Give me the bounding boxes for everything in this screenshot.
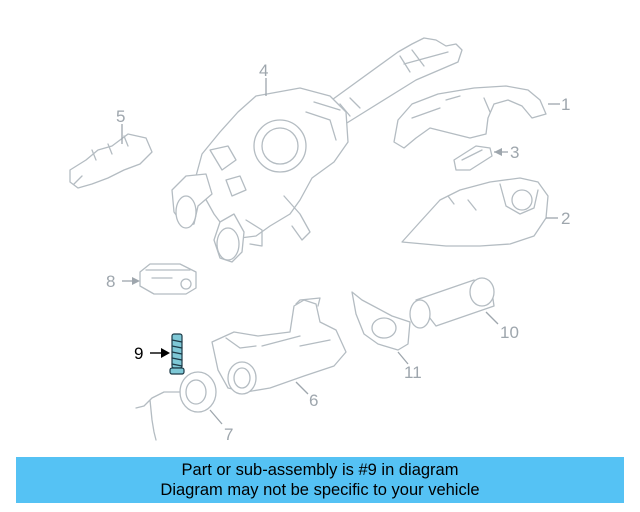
part-2-lower-cover — [401, 177, 549, 247]
callout-5[interactable]: 5 — [116, 107, 125, 126]
callout-10[interactable]: 10 — [500, 323, 519, 342]
banner-line-disclaimer: Diagram may not be specific to your vehi… — [160, 481, 480, 499]
part-9-bolt — [169, 333, 185, 375]
part-4-combination-switch — [171, 37, 463, 263]
part-3-clip — [453, 145, 493, 171]
callout-4[interactable]: 4 — [259, 61, 268, 80]
part-1-upper-cover — [393, 85, 547, 149]
banner-line-part-number: Part or sub-assembly is #9 in diagram — [181, 461, 459, 479]
part-8-module — [139, 263, 197, 295]
part-10-sleeve — [409, 277, 495, 329]
callout-6[interactable]: 6 — [309, 391, 318, 410]
callout-2[interactable]: 2 — [561, 209, 570, 228]
callout-3[interactable]: 3 — [510, 143, 519, 162]
part-11-bezel — [351, 291, 411, 351]
callout-1[interactable]: 1 — [561, 95, 570, 114]
callout-7[interactable]: 7 — [224, 425, 233, 444]
callout-8[interactable]: 8 — [106, 272, 115, 291]
parts-diagram: 4 5 1 3 2 8 6 — [69, 37, 570, 444]
part-6-lock-housing — [211, 297, 347, 395]
part-5-bracket — [69, 133, 153, 189]
callout-9[interactable]: 9 — [134, 344, 143, 363]
callout-11[interactable]: 11 — [404, 363, 422, 382]
part-7-coil — [135, 371, 217, 441]
info-banner: Part or sub-assembly is #9 in diagram Di… — [16, 457, 624, 503]
